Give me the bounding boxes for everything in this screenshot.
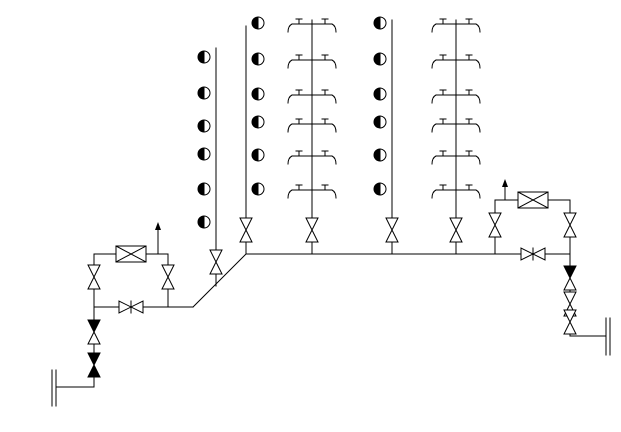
vent-arrow-icon — [502, 179, 508, 187]
check-valve-icon — [563, 265, 577, 291]
gate-valve-icon — [520, 247, 546, 261]
sprinkler-icon — [373, 148, 387, 162]
gate-valve-icon — [385, 217, 399, 243]
sprinkler-icon — [197, 119, 211, 133]
sprinkler-icon — [197, 86, 211, 100]
gate-valve-icon — [488, 212, 502, 238]
gate-valve-icon — [209, 249, 223, 275]
gate-valve-icon — [161, 264, 175, 290]
sprinkler-icon — [373, 115, 387, 129]
gate-valve-icon — [305, 217, 319, 243]
sprinkler-icon — [197, 147, 211, 161]
sprinkler-icon — [197, 50, 211, 64]
sprinkler-icon — [197, 215, 211, 229]
sprinkler-icon — [373, 87, 387, 101]
sprinkler-icon — [251, 52, 265, 66]
right-water-meter-icon — [517, 191, 549, 209]
sprinkler-icon — [197, 182, 211, 196]
left-flange-icon — [51, 369, 57, 407]
sprinkler-icon — [373, 16, 387, 30]
gate-valve-icon — [563, 212, 577, 238]
check-valve-icon — [87, 319, 101, 345]
riser-2-sprinklers — [251, 16, 265, 196]
gate-valve-icon — [563, 309, 577, 335]
sprinkler-icon — [373, 182, 387, 196]
gate-valve-icon — [239, 217, 253, 243]
left-water-meter-icon — [115, 245, 147, 263]
right-flange-icon — [605, 317, 611, 356]
gate-valve-icon — [118, 300, 144, 314]
sprinkler-icon — [251, 115, 265, 129]
sprinkler-icon — [251, 87, 265, 101]
vent-arrow-icon — [155, 222, 161, 230]
riser-1-sprinklers — [197, 50, 211, 229]
sprinkler-icon — [251, 148, 265, 162]
sprinkler-icon — [251, 182, 265, 196]
sprinkler-icon — [373, 52, 387, 66]
check-valve-icon — [87, 352, 101, 378]
riser-4-sprinklers — [373, 16, 387, 196]
gate-valve-icon — [87, 264, 101, 290]
gate-valve-icon — [449, 217, 463, 243]
sprinkler-icon — [251, 16, 265, 30]
